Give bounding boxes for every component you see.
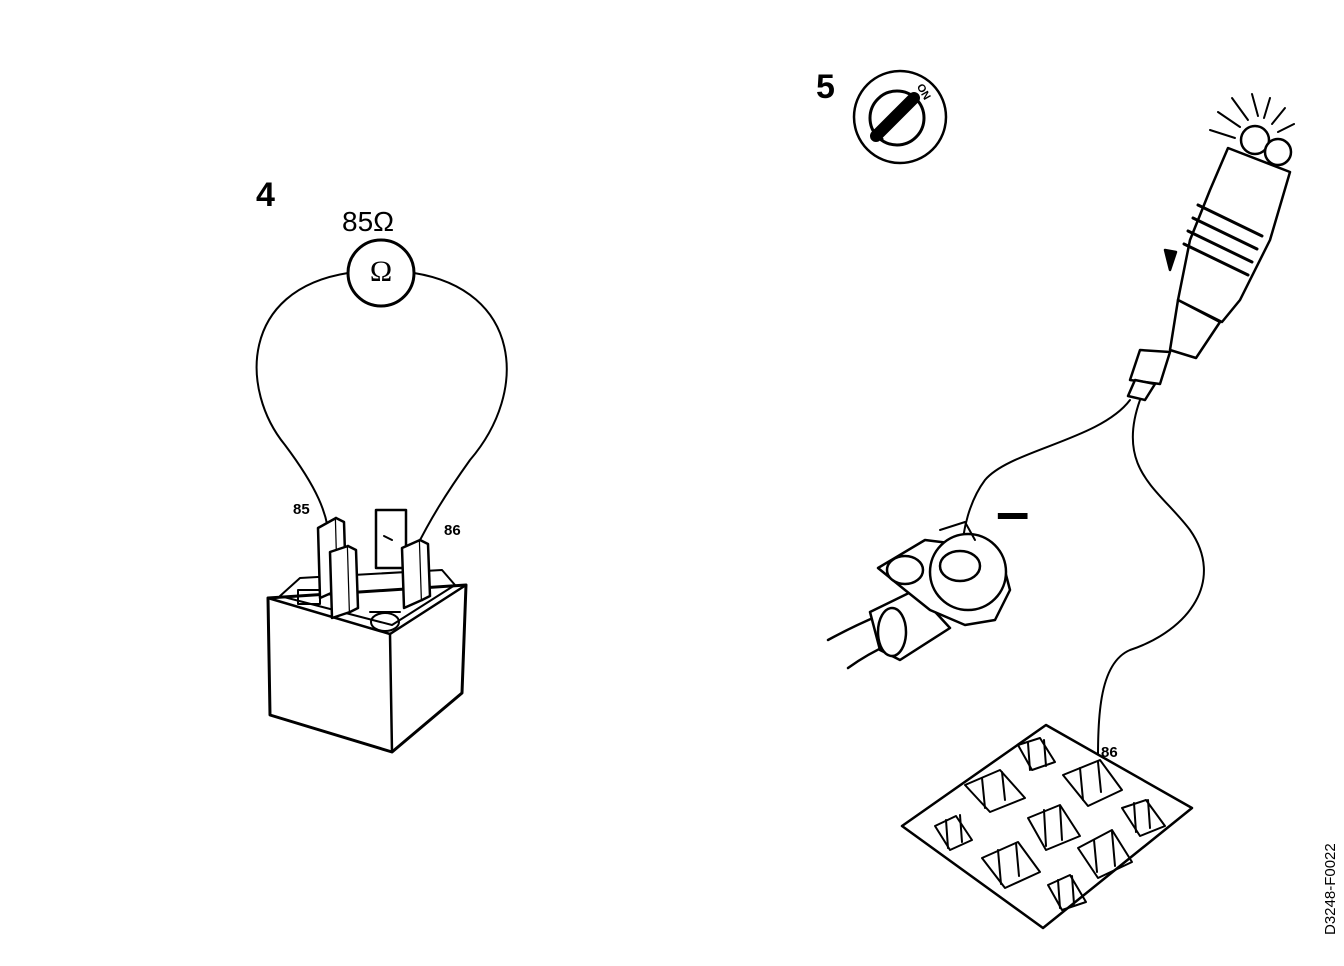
ground-terminal xyxy=(826,521,1012,670)
test-lead-left xyxy=(255,272,349,546)
resistance-reading: 85Ω xyxy=(342,206,395,237)
terminal-30 xyxy=(328,544,360,620)
test-lead-right xyxy=(413,272,508,549)
pin-label-86: 86 xyxy=(444,522,461,539)
step-number-4: 4 xyxy=(256,176,275,214)
step-number-5: 5 xyxy=(816,68,835,106)
figure-reference-code: D3248-F0022 xyxy=(1322,843,1339,935)
ohm-symbol: Ω xyxy=(369,255,393,288)
lamp-lead-socket xyxy=(1096,399,1205,791)
relay-socket xyxy=(900,723,1194,930)
terminal-86 xyxy=(400,538,432,610)
pin-label-85: 85 xyxy=(293,501,310,518)
relay xyxy=(266,508,468,754)
test-lamp xyxy=(1126,93,1295,402)
ignition-switch-icon xyxy=(852,69,948,165)
socket-pin-label-86: 86 xyxy=(1101,744,1118,761)
lamp-lead-ground xyxy=(961,399,1131,556)
ground-minus-sign: – xyxy=(996,478,1030,545)
